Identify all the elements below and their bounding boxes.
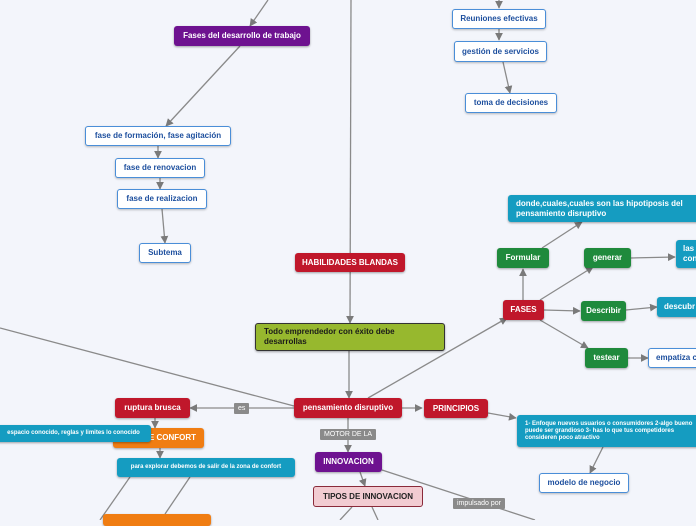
node-fase-realizacion[interactable]: fase de realizacion	[117, 189, 207, 209]
node-habilidades-blandas[interactable]: HABILIDADES BLANDAS	[295, 253, 405, 272]
node-empatiza[interactable]: empatiza c	[648, 348, 696, 368]
node-descubrir[interactable]: descubr	[657, 297, 696, 317]
node-toma-decisiones[interactable]: toma de decisiones	[465, 93, 557, 113]
node-todo-emprendedor[interactable]: Todo emprendedor con éxito debe desarrol…	[255, 323, 445, 351]
node-fase-formacion[interactable]: fase de formación, fase agitación	[85, 126, 231, 146]
node-enfoque-principios[interactable]: 1- Enfoque nuevos usuarios o consumidore…	[517, 415, 696, 447]
edge-label-es: es	[234, 403, 250, 414]
node-ruptura-brusca[interactable]: ruptura brusca	[115, 398, 190, 418]
node-principios[interactable]: PRINCIPIOS	[424, 399, 488, 418]
node-fase-renovacion[interactable]: fase de renovacion	[115, 158, 205, 178]
node-fases-desarrollo[interactable]: Fases del desarrollo de trabajo	[174, 26, 310, 46]
node-para-explorar[interactable]: para explorar debemos de salir de la zon…	[117, 458, 295, 477]
node-donde-cuales[interactable]: donde,cuales,cuales son las hipotiposis …	[508, 195, 696, 222]
node-subtema[interactable]: Subtema	[139, 243, 191, 263]
node-espacio-conocido[interactable]: espacio conocido, reglas y limites lo co…	[0, 425, 151, 442]
node-generar[interactable]: generar	[584, 248, 631, 268]
node-reuniones-efectivas[interactable]: Reuniones efectivas	[452, 9, 546, 29]
node-describir[interactable]: Describir	[581, 301, 626, 321]
node-pensamiento-disruptivo[interactable]: pensamiento disruptivo	[294, 398, 402, 418]
node-testear[interactable]: testear	[585, 348, 628, 368]
node-modelo-negocio[interactable]: modelo de negocio	[539, 473, 629, 493]
node-las-con[interactable]: las con	[676, 240, 696, 268]
node-gestion-servicios[interactable]: gestión de servicios	[454, 41, 547, 62]
node-fases[interactable]: FASES	[503, 300, 544, 320]
edge-label-impulsado: impulsado por	[453, 498, 505, 509]
node-formular[interactable]: Formular	[497, 248, 549, 268]
node-tipos-innovacion[interactable]: TIPOS DE INNOVACION	[313, 486, 423, 507]
node-offscreen-orange[interactable]	[103, 514, 211, 526]
edge-label-motor: MOTOR DE LA	[320, 429, 377, 440]
node-innovacion[interactable]: INNOVACION	[315, 452, 382, 472]
